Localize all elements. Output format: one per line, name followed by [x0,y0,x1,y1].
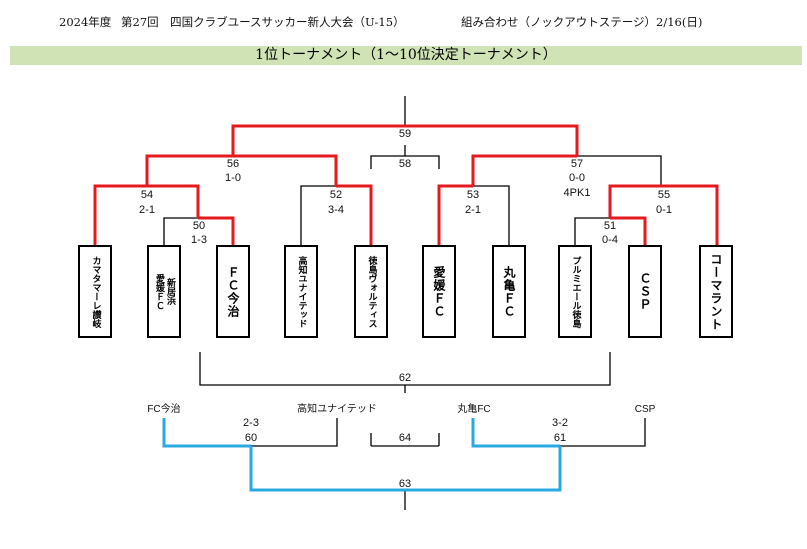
match-52-number: 52 [330,189,342,201]
match-61-number: 61 [554,432,566,444]
match-50-score: 1-3 [191,234,207,246]
match-54-score: 2-1 [139,204,155,216]
page-header: 2024年度 第27回 四国クラブユースサッカー新人大会（U-15） 組み合わせ… [0,0,807,34]
lower-team-kochi: 高知ユナイテッド [297,402,377,415]
header-year: 2024年度 [59,15,112,29]
match-61-score: 3-2 [552,417,568,429]
match-52-score: 3-4 [328,204,344,216]
lower-winner-paths [162,418,562,492]
match-51-score: 0-4 [602,234,618,246]
match-57-number: 57 [571,158,583,170]
team-box-kamatamare: カマタマーレ讃岐 [78,245,112,338]
match-56-score: 1-0 [225,172,241,184]
team-box-tokushima-vortis: 徳島ヴォルティス [354,245,388,338]
lower-team-marugame: 丸亀FC [457,402,490,415]
match-57-pk: 4PK1 [564,187,591,199]
header-section: 組み合わせ（ノックアウトステージ）2/16(日) [461,15,703,29]
team-box-ehime-niihama: 愛媛ＦＣ 新居浜 [147,245,181,338]
team-box-marugame-fc: 丸亀ＦＣ [492,245,526,338]
team-name: 高知ユナイテッド [296,255,307,328]
team-box-kochi-united: 高知ユナイテッド [284,245,318,338]
match-58-number: 58 [399,158,411,170]
match-60-number: 60 [245,432,257,444]
bracket-lines [163,96,662,245]
team-box-fc-imabari: ＦＣ今治 [216,245,250,338]
team-name: 徳島ヴォルティス [366,255,377,328]
tournament-banner: 1位トーナメント（1～10位決定トーナメント） [10,46,802,65]
team-name: ＦＣ今治 [226,265,240,318]
team-name: 愛媛ＦＣ [154,273,164,310]
lower-team-fc-imabari: FC今治 [147,402,180,415]
match-62-number: 62 [399,372,411,384]
match-64-number: 64 [399,432,411,444]
team-box-cormarant: コーマラント [699,245,733,338]
team-name-sub: 新居浜 [165,278,175,305]
team-box-premiere-tokushima: プルミエール徳島 [558,245,592,338]
winner-paths [93,124,719,245]
team-name: カマタマーレ讃岐 [90,255,101,328]
team-box-csp: ＣＳＰ [628,245,662,338]
match-60-score: 2-3 [243,417,259,429]
team-name: コーマラント [709,252,723,331]
team-name: ＣＳＰ [638,272,652,311]
match-50-number: 50 [193,220,205,232]
lower-team-csp: CSP [635,404,656,415]
match-53-score: 2-1 [465,204,481,216]
match-57-score: 0-0 [569,172,585,184]
match-53-number: 53 [467,189,479,201]
match-56-number: 56 [227,158,239,170]
match-55-score: 0-1 [656,204,672,216]
match-63-number: 63 [399,478,411,490]
team-name: 愛媛ＦＣ [432,265,446,318]
header-event: 第27回 四国クラブユースサッカー新人大会（U-15） [121,15,405,29]
team-name: プルミエール徳島 [570,255,581,328]
match-51-number: 51 [604,220,616,232]
team-box-ehime-fc: 愛媛ＦＣ [422,245,456,338]
team-name: 丸亀ＦＣ [502,265,516,318]
match-55-number: 55 [658,189,670,201]
match-54-number: 54 [141,189,153,201]
match-59-number: 59 [399,128,411,140]
